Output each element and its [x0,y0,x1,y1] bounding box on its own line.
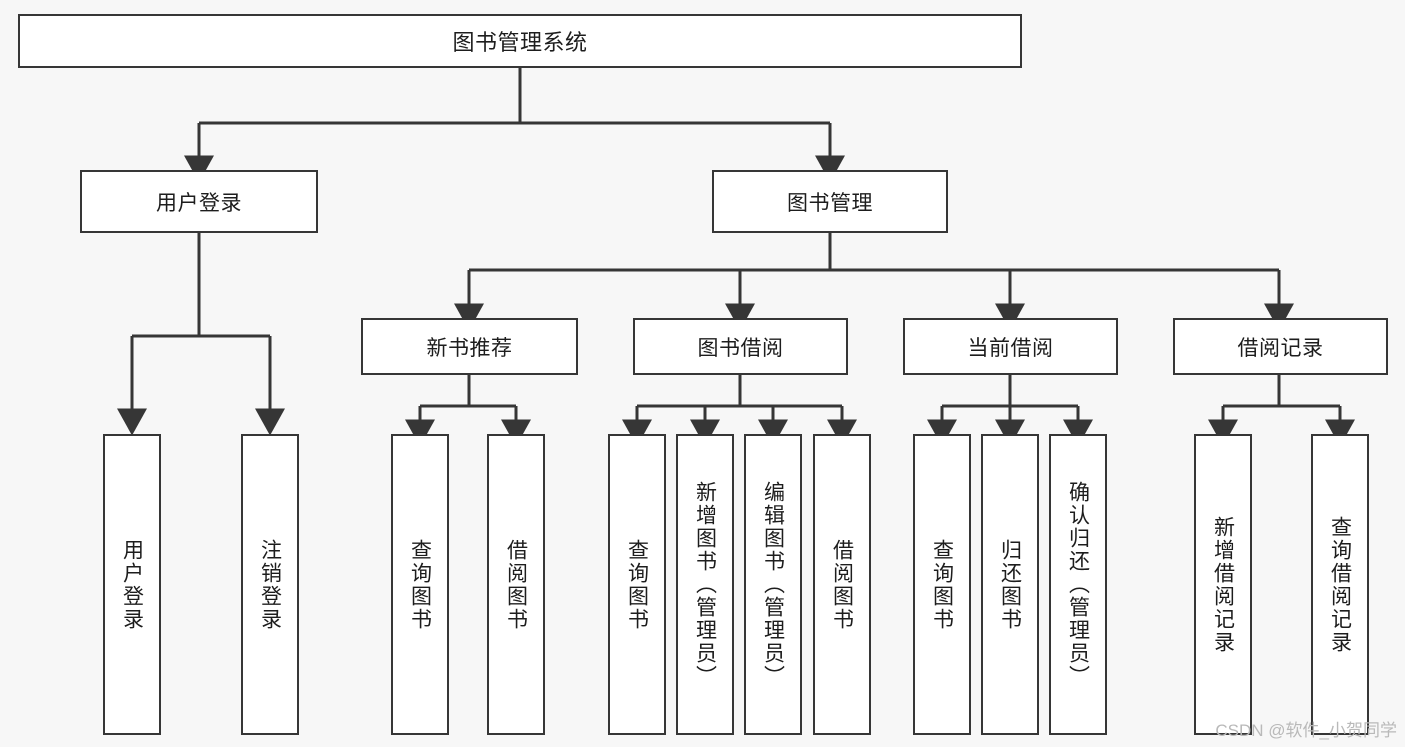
watermark: CSDN @软件_小贺同学 [1215,721,1397,740]
leaf-add-record-label: 新增借阅记录 [1211,515,1235,654]
leaf-user-login-label: 用户登录 [120,538,144,631]
leaf-borrow-book-2-label: 借阅图书 [830,538,854,631]
leaf-user-login[interactable]: 用户登录 [103,434,161,735]
node-book-manage[interactable]: 图书管理 [712,170,948,233]
node-user-login-label: 用户登录 [156,191,242,215]
node-current-borrow[interactable]: 当前借阅 [903,318,1118,375]
node-borrow-record-label: 借阅记录 [1237,336,1324,360]
node-user-login[interactable]: 用户登录 [80,170,318,233]
leaf-edit-book-label: 编辑图书（管理员） [761,481,785,688]
leaf-query-record-label: 查询借阅记录 [1328,515,1352,654]
leaf-user-logout-label: 注销登录 [258,538,282,631]
leaf-confirm-return[interactable]: 确认归还（管理员） [1049,434,1107,735]
leaf-add-book-label: 新增图书（管理员） [693,481,717,688]
leaf-borrow-book-1-label: 借阅图书 [504,538,528,631]
leaf-return-book-label: 归还图书 [998,538,1022,631]
leaf-query-book-2-label: 查询图书 [625,538,649,631]
node-book-borrow[interactable]: 图书借阅 [633,318,848,375]
node-new-book-rec-label: 新书推荐 [426,336,513,360]
leaf-add-book[interactable]: 新增图书（管理员） [676,434,734,735]
leaf-query-book-2[interactable]: 查询图书 [608,434,666,735]
leaf-query-book-1-label: 查询图书 [408,538,432,631]
leaf-borrow-book-2[interactable]: 借阅图书 [813,434,871,735]
node-borrow-record[interactable]: 借阅记录 [1173,318,1388,375]
leaf-return-book[interactable]: 归还图书 [981,434,1039,735]
node-book-borrow-label: 图书借阅 [697,336,784,360]
node-root[interactable]: 图书管理系统 [18,14,1022,68]
leaf-confirm-return-label: 确认归还（管理员） [1066,481,1090,688]
leaf-query-record[interactable]: 查询借阅记录 [1311,434,1369,735]
node-current-borrow-label: 当前借阅 [967,336,1054,360]
leaf-borrow-book-1[interactable]: 借阅图书 [487,434,545,735]
leaf-user-logout[interactable]: 注销登录 [241,434,299,735]
leaf-query-book-3-label: 查询图书 [930,538,954,631]
leaf-add-record[interactable]: 新增借阅记录 [1194,434,1252,735]
leaf-query-book-3[interactable]: 查询图书 [913,434,971,735]
leaf-query-book-1[interactable]: 查询图书 [391,434,449,735]
node-book-manage-label: 图书管理 [787,191,873,215]
node-new-book-rec[interactable]: 新书推荐 [361,318,578,375]
leaf-edit-book[interactable]: 编辑图书（管理员） [744,434,802,735]
node-root-label: 图书管理系统 [452,30,588,55]
